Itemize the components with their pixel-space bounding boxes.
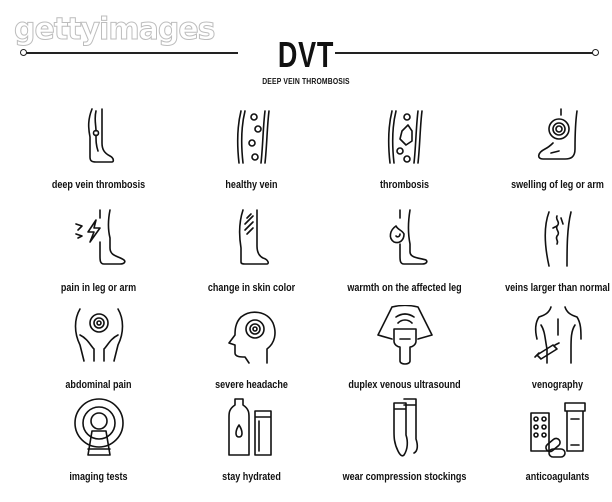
title-line-right	[335, 52, 593, 54]
icon-label: venography	[531, 379, 584, 391]
watermark: gettyimages	[14, 12, 217, 48]
icon-label: severe headache	[215, 379, 288, 391]
icon-item: change in skin color	[175, 208, 328, 298]
icon-label: abdominal pain	[65, 379, 132, 391]
pills-icon	[530, 402, 586, 458]
icon-item: healthy vein	[175, 105, 328, 195]
icon-item: stay hydrated	[175, 397, 328, 487]
icon-label: wear compression stockings	[342, 471, 467, 483]
abdominal-pain-icon	[74, 308, 124, 362]
icon-label: duplex venous ultrasound	[348, 379, 461, 391]
skin-color-change-icon	[238, 209, 269, 265]
icon-label: pain in leg or arm	[60, 282, 137, 294]
icon-item: wear compression stockings	[328, 397, 481, 487]
icon-item: duplex venous ultrasound	[328, 305, 481, 395]
icon-item: abdominal pain	[22, 305, 175, 395]
ultrasound-icon	[377, 305, 433, 365]
title-line-endpoint-right	[592, 49, 599, 56]
enlarged-veins-icon	[544, 211, 572, 267]
thrombosis-icon	[387, 110, 423, 164]
icon-item: warmth on the affected leg	[328, 208, 481, 298]
icon-label: swelling of leg or arm	[511, 179, 604, 191]
icon-item: veins larger than normal	[481, 208, 612, 298]
venography-icon	[534, 306, 582, 364]
headache-icon	[228, 311, 276, 364]
icon-label: deep vein thrombosis	[51, 179, 146, 191]
page-title: DVT	[277, 34, 335, 75]
page-subtitle: DEEP VEIN THROMBOSIS	[262, 77, 350, 86]
icon-item: pain in leg or arm	[22, 208, 175, 298]
mri-scanner-icon	[74, 398, 124, 456]
leg-vein-clot-icon	[87, 108, 115, 163]
icon-label: anticoagulants	[525, 471, 590, 483]
swollen-foot-icon	[537, 108, 578, 160]
compression-stockings-icon	[393, 398, 419, 457]
icon-label: imaging tests	[69, 471, 128, 483]
healthy-vein-icon	[236, 110, 270, 164]
leg-warmth-icon	[389, 209, 428, 265]
icon-item: thrombosis	[328, 105, 481, 195]
water-bottle-icon	[228, 398, 272, 456]
icon-item: deep vein thrombosis	[22, 105, 175, 195]
icon-item: anticoagulants	[481, 397, 612, 487]
icon-label: veins larger than normal	[505, 282, 610, 294]
icon-item: imaging tests	[22, 397, 175, 487]
icon-item: venography	[481, 305, 612, 395]
icon-label: thrombosis	[379, 179, 430, 191]
icon-label: change in skin color	[207, 282, 296, 294]
icon-label: stay hydrated	[222, 471, 281, 483]
icon-label: healthy vein	[225, 179, 278, 191]
icon-label: warmth on the affected leg	[347, 282, 462, 294]
icon-item: severe headache	[175, 305, 328, 395]
icon-item: swelling of leg or arm	[481, 105, 612, 195]
leg-pain-icon	[75, 209, 126, 265]
title-line-left	[26, 52, 238, 54]
